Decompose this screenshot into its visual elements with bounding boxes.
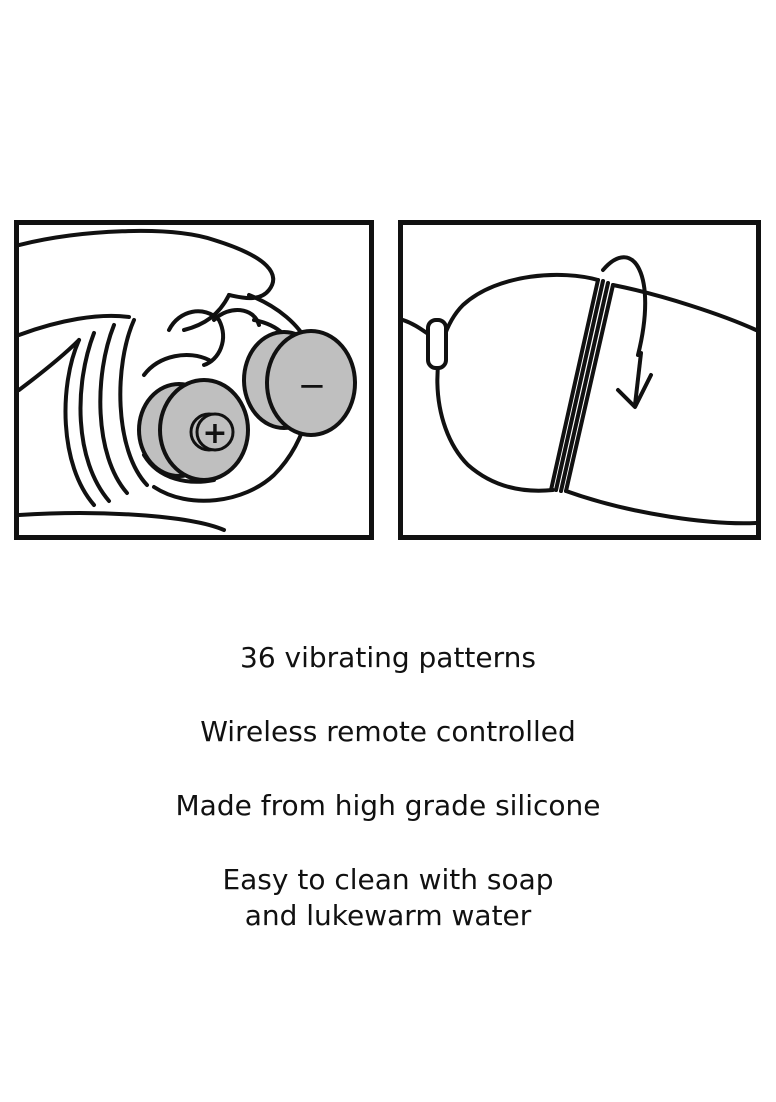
feature-cleaning: Easy to clean with soap and lukewarm wat… (222, 863, 554, 932)
battery-insertion-illustration: + − (19, 228, 357, 532)
feature-material: Made from high grade silicone (175, 789, 601, 822)
feature-patterns: 36 vibrating patterns (240, 641, 536, 674)
battery-cavity (142, 353, 211, 377)
egg-body (611, 283, 756, 332)
battery-minus (242, 329, 357, 437)
battery-plus (137, 378, 250, 482)
twist-open-panel (398, 220, 761, 540)
twist-arrow-icon (601, 255, 648, 357)
seam-thread (549, 278, 600, 492)
hand-outline (19, 228, 276, 301)
device-ring-outer (63, 338, 96, 507)
plus-symbol: + (202, 416, 227, 451)
minus-symbol: − (298, 366, 327, 406)
twist-open-illustration (403, 255, 756, 526)
feature-list: 36 vibrating patterns Wireless remote co… (0, 640, 776, 972)
feature-remote: Wireless remote controlled (200, 715, 576, 748)
battery-insertion-panel: + − (14, 220, 374, 540)
